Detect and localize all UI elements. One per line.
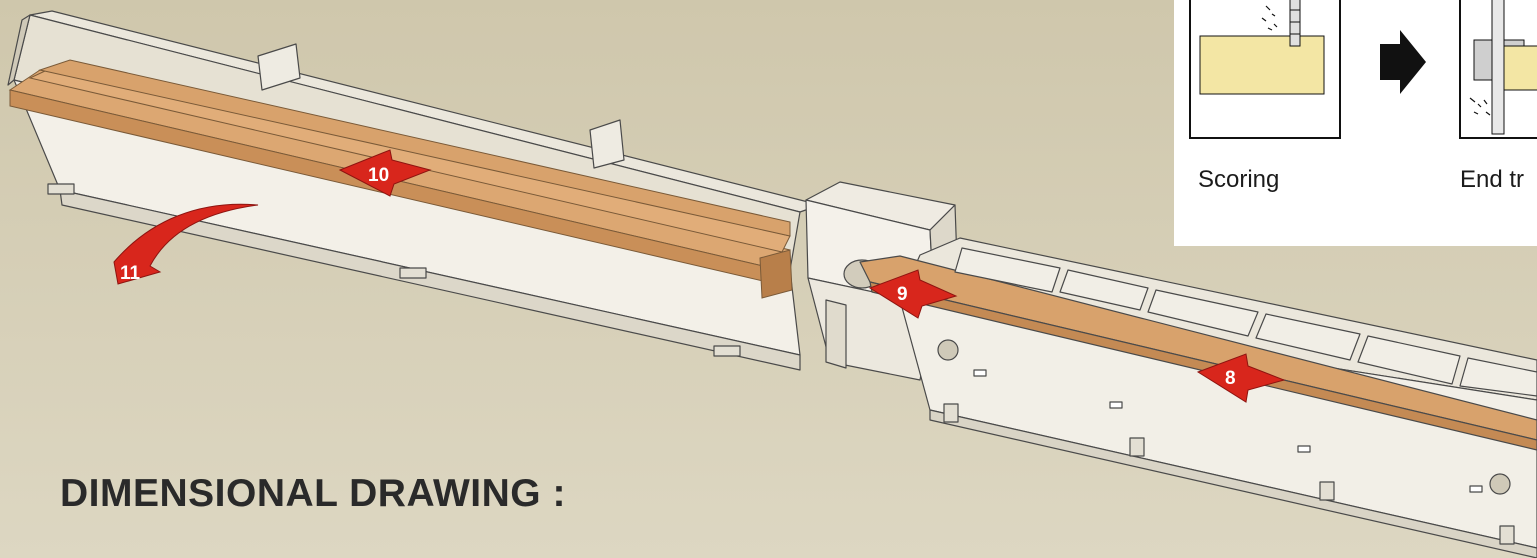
caption-end-trim: End tr: [1460, 166, 1525, 193]
page-heading: DIMENSIONAL DRAWING :: [60, 472, 566, 515]
callout-label: 10: [368, 165, 389, 186]
arrow-callout-11: 11: [113, 203, 259, 285]
arrow-callout-10: 10: [338, 149, 432, 197]
process-diagrams: [1189, 0, 1537, 139]
arrow-callout-9: 9: [868, 269, 958, 319]
callout-label: 11: [120, 263, 141, 284]
infeed-conveyor: [859, 237, 1537, 558]
next-step-arrow: [1380, 30, 1426, 94]
process-inset: Scoring End tr: [1174, 0, 1537, 246]
callout-label: 9: [897, 284, 908, 305]
caption-scoring: Scoring: [1198, 166, 1280, 193]
arrow-callout-8: 8: [1196, 353, 1286, 403]
end-trim-diagram: [1459, 0, 1537, 139]
scoring-diagram: [1189, 0, 1341, 139]
callout-label: 8: [1225, 368, 1236, 389]
